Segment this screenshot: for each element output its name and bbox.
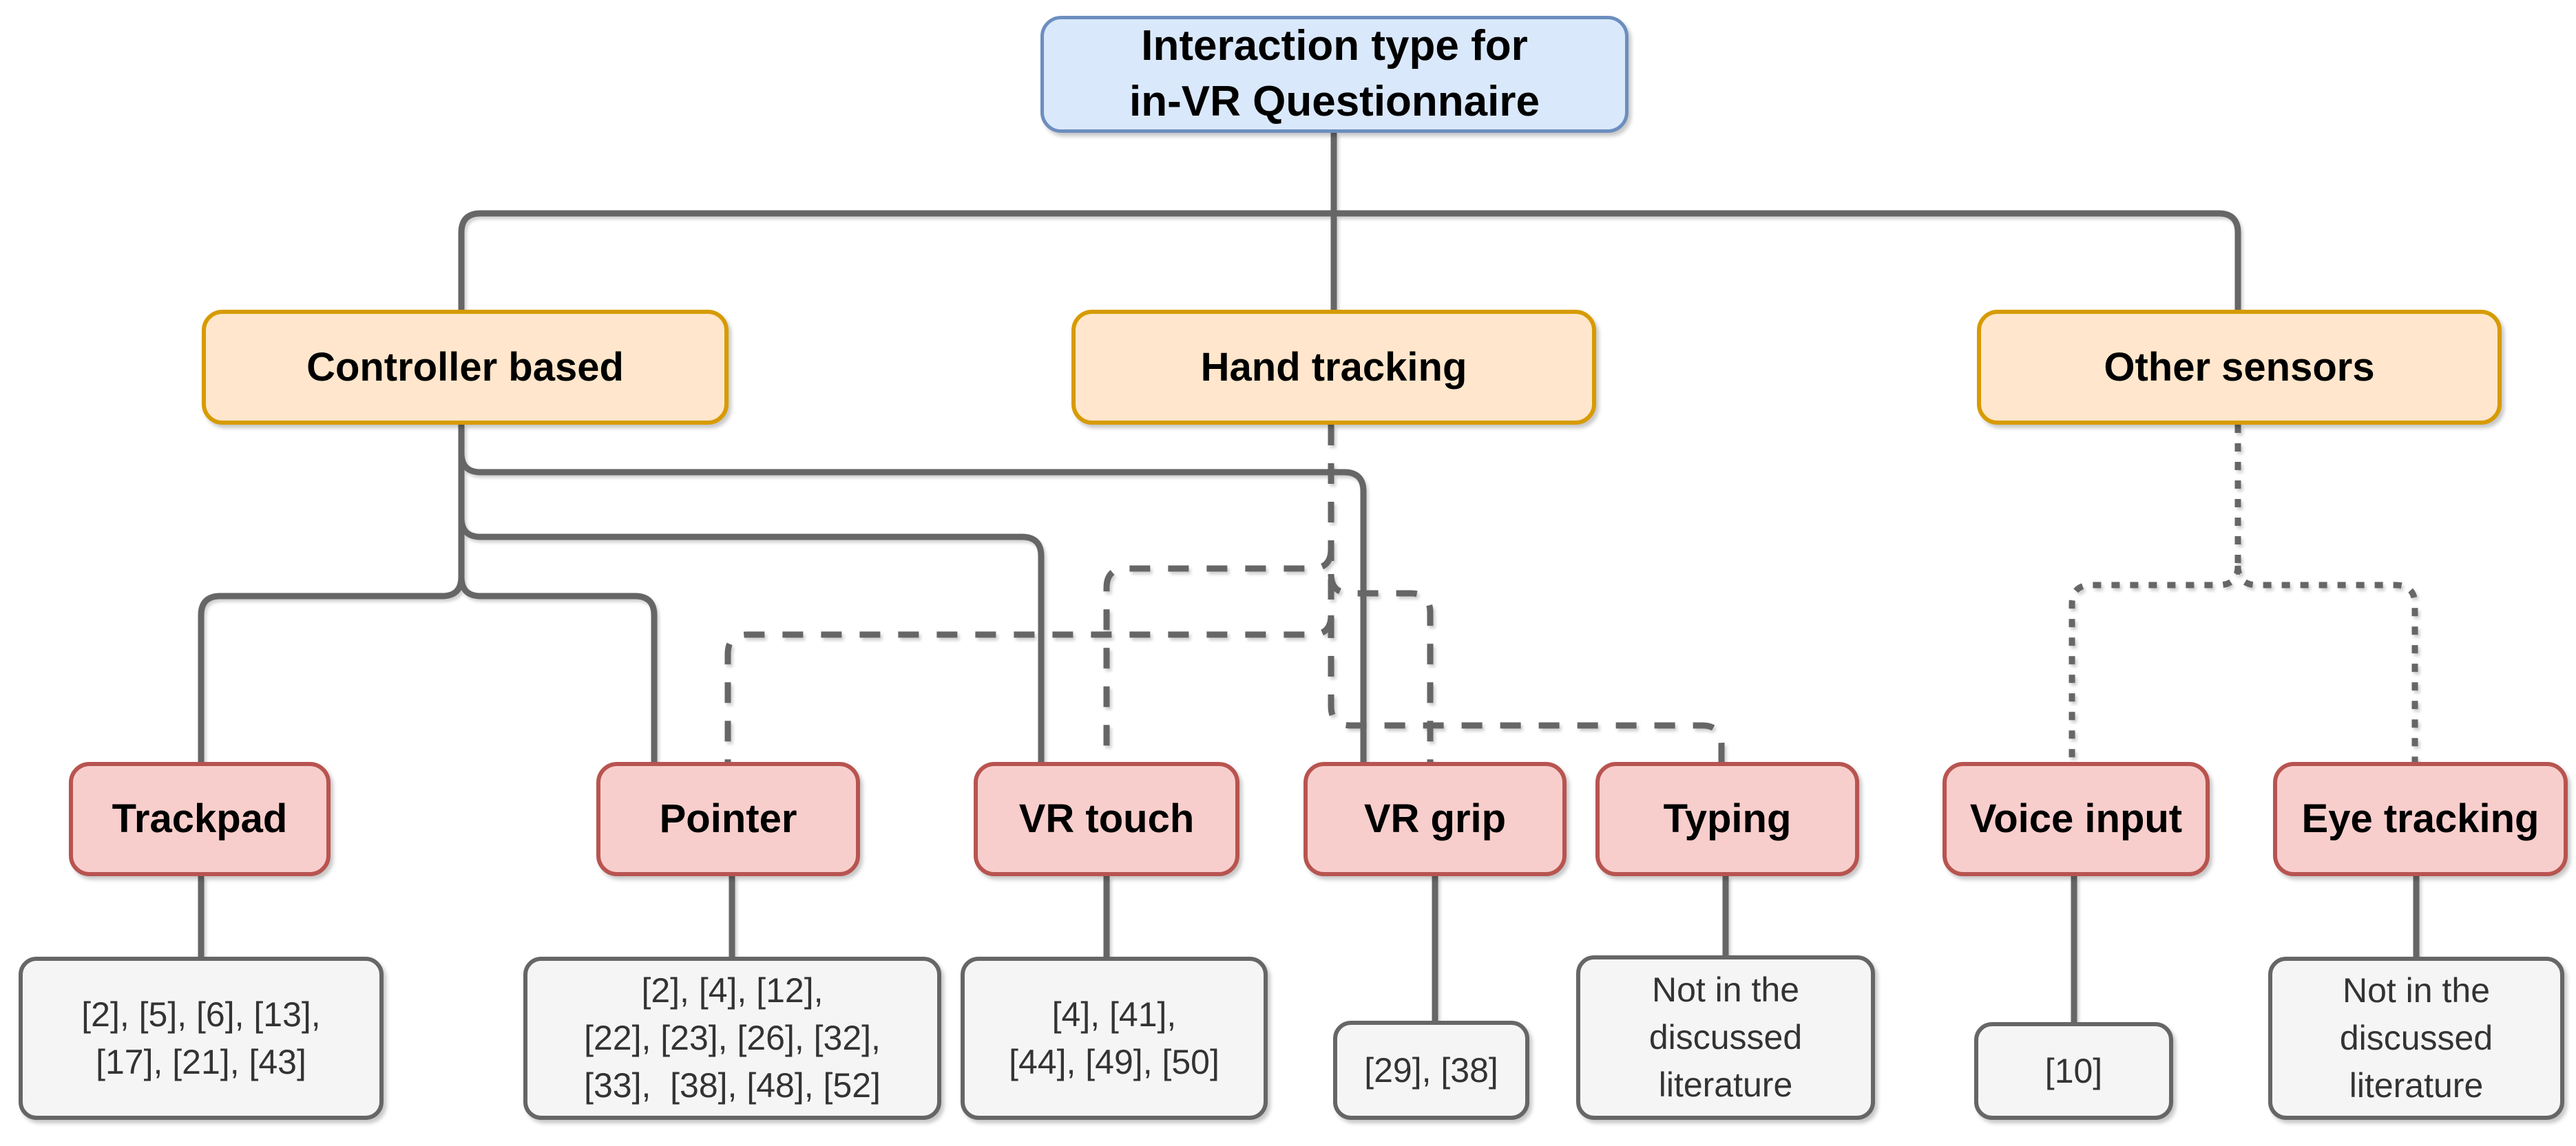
node-eye-tracking-label: Eye tracking xyxy=(2301,796,2540,842)
citation-typing-text: Not in the discussed literature xyxy=(1648,970,1803,1104)
edge-controller-pointer xyxy=(458,576,658,762)
node-other-sensors: Other sensors xyxy=(1977,310,2502,425)
edge-controller-trackpad xyxy=(198,576,465,762)
node-trackpad-label: Trackpad xyxy=(112,796,288,842)
solid-edges xyxy=(198,133,2420,1022)
edge-hand-vrtouch xyxy=(1103,549,1334,762)
node-voice-input: Voice input xyxy=(1943,762,2210,876)
node-typing: Typing xyxy=(1595,762,1859,876)
edge-root-bar xyxy=(458,210,2241,310)
citation-voice-input-text: [10] xyxy=(2044,1051,2103,1090)
node-vr-touch-label: VR touch xyxy=(1018,796,1195,842)
node-root: Interaction type for in-VR Questionnaire xyxy=(1040,16,1629,133)
node-other-sensors-label: Other sensors xyxy=(2104,344,2375,390)
node-eye-tracking: Eye tracking xyxy=(2273,762,2568,876)
citation-trackpad: [2], [5], [6], [13], [17], [21], [43] xyxy=(19,957,384,1120)
node-pointer: Pointer xyxy=(596,762,860,876)
node-trackpad: Trackpad xyxy=(69,762,331,876)
citation-voice-input: [10] xyxy=(1974,1022,2173,1120)
edge-hand-typing xyxy=(1328,425,1725,762)
citation-trackpad-text: [2], [5], [6], [13], [17], [21], [43] xyxy=(81,995,321,1081)
node-hand-tracking-label: Hand tracking xyxy=(1200,344,1467,390)
node-vr-grip: VR grip xyxy=(1303,762,1567,876)
citation-vr-grip-text: [29], [38] xyxy=(1364,1050,1498,1090)
citation-typing: Not in the discussed literature xyxy=(1576,955,1875,1120)
node-vr-grip-label: VR grip xyxy=(1363,796,1507,842)
node-voice-input-label: Voice input xyxy=(1969,796,2183,842)
node-typing-label: Typing xyxy=(1663,796,1792,842)
node-pointer-label: Pointer xyxy=(659,796,797,842)
node-controller-based-label: Controller based xyxy=(306,344,624,390)
citation-vr-touch: [4], [41], [44], [49], [50] xyxy=(961,957,1268,1120)
node-controller-based: Controller based xyxy=(202,310,729,425)
edge-other-eye xyxy=(2234,565,2418,762)
edge-hand-vrgrip xyxy=(1328,573,1434,762)
dashed-edges xyxy=(724,425,1725,762)
citation-vr-grip: [29], [38] xyxy=(1333,1021,1529,1120)
citation-eye-tracking-text: Not in the discussed literature xyxy=(2339,971,2493,1105)
dotted-edges xyxy=(2069,425,2418,762)
citation-pointer-text: [2], [4], [12], [22], [23], [26], [32], … xyxy=(584,971,881,1105)
edge-controller-vrgrip xyxy=(458,452,1367,762)
node-vr-touch: VR touch xyxy=(974,762,1239,876)
edge-other-voice xyxy=(2069,565,2241,762)
node-root-label: Interaction type for in-VR Questionnaire xyxy=(1129,22,1540,125)
edge-hand-pointer xyxy=(724,615,1334,762)
node-hand-tracking: Hand tracking xyxy=(1071,310,1596,425)
citation-pointer: [2], [4], [12], [22], [23], [26], [32], … xyxy=(523,957,941,1120)
citation-vr-touch-text: [4], [41], [44], [49], [50] xyxy=(1009,995,1219,1081)
edge-controller-vrtouch xyxy=(458,517,1045,762)
citation-eye-tracking: Not in the discussed literature xyxy=(2268,957,2564,1120)
